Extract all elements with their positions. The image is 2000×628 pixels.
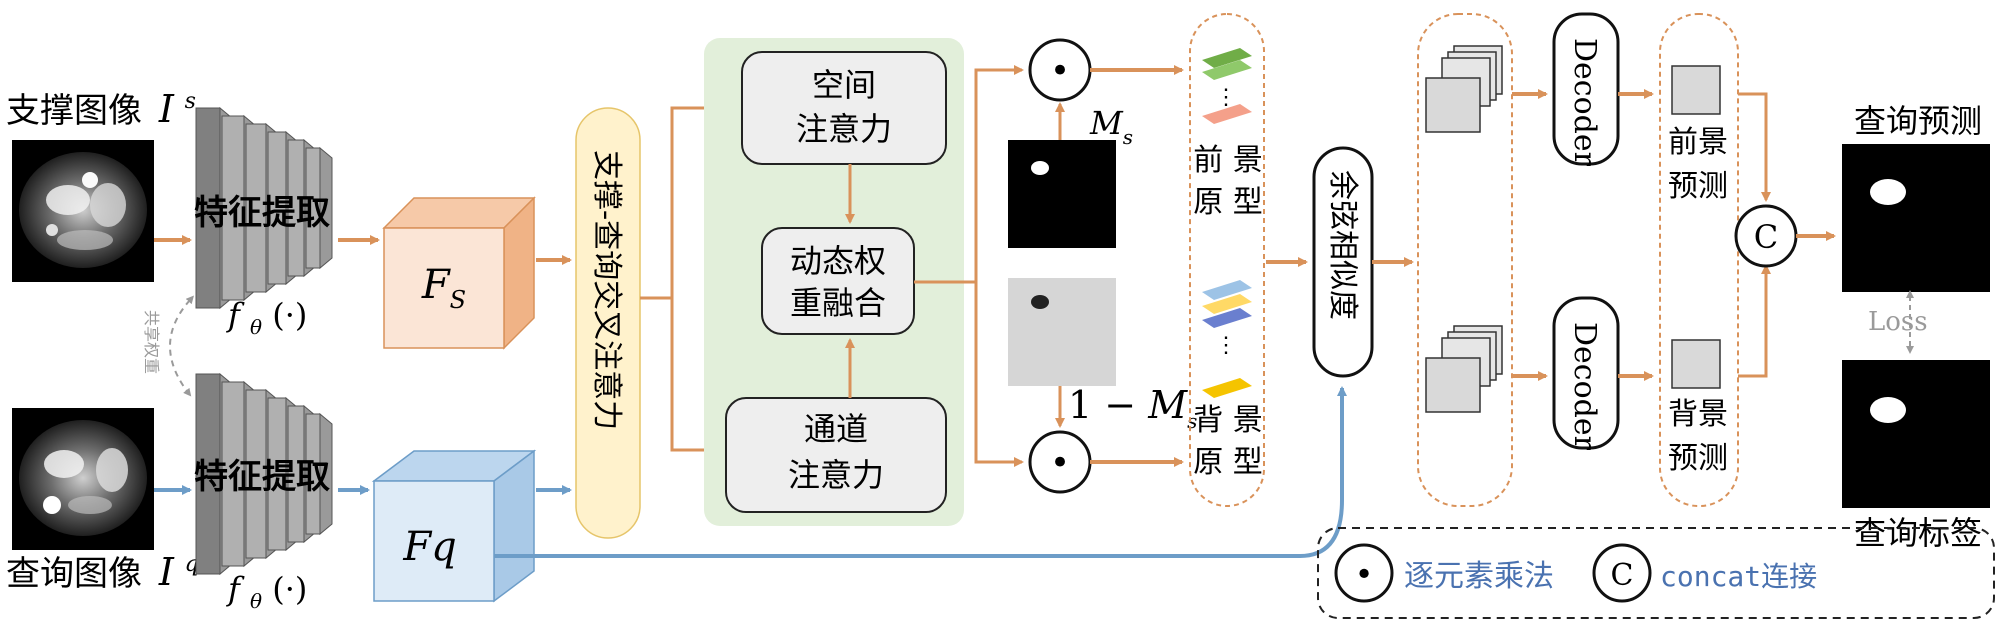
legend-concat-icon bbox=[1592, 543, 1652, 603]
support-image-label: 支撑图像 I s bbox=[6, 87, 196, 131]
bg-map-stack bbox=[1425, 325, 1503, 413]
channel-attention-box: 通道 注意力 bbox=[725, 397, 947, 513]
similarity-maps-box bbox=[1417, 13, 1513, 507]
spatial-attention-box: 空间 注意力 bbox=[741, 51, 947, 165]
legend-dot-symbol: • bbox=[1355, 555, 1374, 593]
extractor-top-layer bbox=[245, 123, 267, 293]
fq-label: Fq bbox=[402, 524, 456, 570]
fusion-line2: 重融合 bbox=[790, 284, 886, 322]
decoder-top-label: Decoder bbox=[1567, 38, 1602, 167]
legend-concat-label: concat连接 bbox=[1660, 560, 1817, 593]
fs-feature-cube: FS bbox=[382, 196, 536, 350]
extractor-top-layer bbox=[267, 131, 287, 285]
fq-feature-cube: Fq bbox=[371, 449, 537, 603]
query-prediction-label: 查询预测 bbox=[1854, 102, 1982, 140]
fg-prototype-line1: 前 景 bbox=[1193, 143, 1263, 178]
arrow-fusion-to-mult-top bbox=[914, 65, 1024, 284]
shared-weights-link: 共享权重 bbox=[142, 295, 194, 397]
bg-prototype-bars: ⋮ bbox=[1202, 280, 1252, 398]
channel-attention-line2: 注意力 bbox=[788, 456, 884, 494]
cosine-similarity-label: 余弦相似度 bbox=[1325, 170, 1360, 320]
arrow-fq-to-similarity bbox=[494, 386, 1347, 558]
extractor-top-layer bbox=[305, 147, 321, 269]
multiply-top-symbol: • bbox=[1050, 51, 1070, 91]
bg-ellipsis: ⋮ bbox=[1215, 333, 1237, 358]
multiply-bottom-symbol: • bbox=[1050, 443, 1070, 483]
query-label-output: 查询标签 bbox=[1842, 360, 1990, 552]
attention-panel: 空间 注意力 动态权 重融合 通道 注意力 bbox=[704, 38, 964, 526]
arrow-fgpred-to-concat bbox=[1738, 92, 1771, 202]
ms-label: Ms bbox=[1089, 104, 1133, 149]
concat-symbol: C bbox=[1754, 218, 1778, 256]
extractor-bottom-layer bbox=[287, 405, 305, 543]
fs-label: FS bbox=[421, 262, 466, 314]
bg-prediction-line1: 背景 bbox=[1668, 397, 1728, 432]
feature-extractor-bottom: 特征提取 f θ (·) bbox=[194, 372, 333, 616]
loss-label: Loss bbox=[1868, 307, 1928, 337]
feature-extractor-bottom-label: 特征提取 bbox=[194, 457, 330, 497]
spatial-attention-line2: 注意力 bbox=[796, 110, 892, 148]
query-prediction-output: 查询预测 bbox=[1842, 102, 1990, 292]
spatial-attention-line1: 空间 bbox=[812, 66, 876, 104]
bg-prediction-line2: 预测 bbox=[1668, 441, 1728, 476]
support-mask-inverse: 1 − Ms bbox=[1008, 278, 1197, 433]
cosine-similarity-block: 余弦相似度 bbox=[1312, 146, 1374, 378]
extractor-bottom-layer bbox=[221, 381, 245, 567]
fg-map-stack bbox=[1425, 45, 1503, 133]
extractor-bottom-layer bbox=[245, 389, 267, 559]
decoder-bottom-label: Decoder bbox=[1567, 322, 1602, 451]
cross-attention-block: 支撑-查询交叉注意力 bbox=[575, 107, 641, 539]
fg-prediction-thumb bbox=[1671, 65, 1721, 115]
extractor-top-layer bbox=[221, 115, 245, 301]
fg-prediction-line2: 预测 bbox=[1668, 169, 1728, 204]
cross-attention-label: 支撑-查询交叉注意力 bbox=[589, 150, 624, 430]
shared-weights-label: 共享权重 bbox=[142, 310, 161, 374]
fg-ellipsis: ⋮ bbox=[1215, 85, 1237, 110]
bg-prototype-line1: 背 景 bbox=[1193, 403, 1263, 438]
arrow-fusion-to-mult-bottom bbox=[974, 282, 1024, 467]
extractor-top-layer bbox=[287, 139, 305, 277]
loss-link: Loss bbox=[1868, 290, 1928, 354]
fusion-box: 动态权 重融合 bbox=[761, 227, 915, 335]
query-label-label: 查询标签 bbox=[1854, 514, 1982, 552]
extractor-bottom-layer bbox=[267, 397, 287, 551]
support-mask-ms: Ms bbox=[1008, 104, 1133, 248]
decoder-top: Decoder bbox=[1552, 12, 1620, 167]
bg-prototype-line2: 原 型 bbox=[1193, 445, 1263, 480]
fusion-line1: 动态权 bbox=[790, 242, 886, 280]
feature-extractor-top: 特征提取 f θ (·) bbox=[194, 106, 333, 342]
concat-node: C bbox=[1734, 204, 1798, 268]
feature-extractor-top-func: f θ (·) bbox=[226, 296, 307, 342]
arrow-bgpred-to-concat bbox=[1738, 264, 1771, 378]
multiply-node-top: • bbox=[1028, 38, 1092, 102]
support-mri-image bbox=[12, 140, 154, 282]
query-mri-image bbox=[12, 408, 154, 550]
query-image-label: 查询图像 I q bbox=[6, 550, 199, 594]
decoder-bottom: Decoder bbox=[1552, 296, 1620, 451]
fg-prototype-bars: ⋮ bbox=[1202, 48, 1252, 124]
feature-extractor-bottom-func: f θ (·) bbox=[226, 570, 307, 616]
legend-dot-label: 逐元素乘法 bbox=[1404, 559, 1554, 594]
feature-extractor-top-label: 特征提取 bbox=[194, 193, 330, 233]
channel-attention-line1: 通道 bbox=[804, 410, 868, 448]
extractor-bottom-layer bbox=[305, 413, 321, 535]
multiply-node-bottom: • bbox=[1028, 430, 1092, 494]
fg-prototype-line2: 原 型 bbox=[1193, 185, 1263, 220]
legend-box: • 逐元素乘法 C concat连接 bbox=[1317, 527, 1995, 619]
prototypes-box: ⋮ 前 景 原 型 ⋮ 背 景 原 型 bbox=[1189, 13, 1265, 507]
legend-concat-symbol: C bbox=[1611, 558, 1634, 593]
legend-dot-icon bbox=[1334, 543, 1394, 603]
support-image-group: 支撑图像 I s bbox=[6, 87, 196, 282]
fg-prediction-line1: 前景 bbox=[1668, 125, 1728, 160]
query-image-group: 查询图像 I q bbox=[6, 408, 199, 594]
predictions-box: 前景 预测 背景 预测 bbox=[1659, 13, 1739, 507]
inverse-ms-label: 1 − Ms bbox=[1068, 383, 1197, 433]
extractor-bottom-layer bbox=[195, 373, 221, 575]
bg-prediction-thumb bbox=[1671, 339, 1721, 389]
extractor-top-layer bbox=[195, 107, 221, 309]
